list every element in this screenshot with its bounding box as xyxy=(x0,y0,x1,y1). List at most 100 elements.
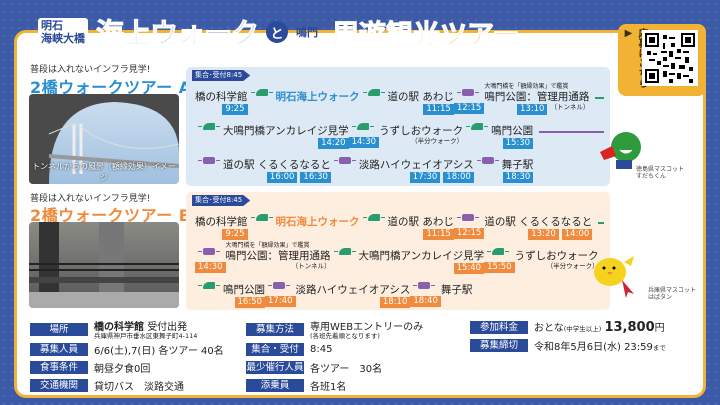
dash xyxy=(198,159,202,162)
connector-walk xyxy=(195,274,223,289)
tour-b-name: 2橋ウォークツアー B xyxy=(30,206,192,225)
info-row: 最少催行人員各ツアー 30名 xyxy=(246,358,423,376)
info-value: 令和8年5月6日(水) 23:59まで xyxy=(534,338,666,353)
stop-name: 橋の科学館 xyxy=(195,216,248,228)
walk-connector xyxy=(250,206,273,221)
stop-bottom-line: 13:10（トンネル） xyxy=(484,104,589,115)
dash xyxy=(268,284,272,287)
title-sea-walk: 海上ウォーク xyxy=(95,12,259,52)
qr-code-icon xyxy=(645,33,695,83)
dash xyxy=(351,159,356,162)
stop-name: 大鳴門橋アンカレイジ見学 xyxy=(223,125,349,137)
stop-bottom-line: （トンネル） xyxy=(226,263,331,274)
info-value-text: 8:45 xyxy=(310,343,333,355)
bus-connector xyxy=(198,149,220,164)
dash xyxy=(494,159,499,162)
stop-name: うずしおウォーク xyxy=(514,250,599,262)
walk-shoe-icon xyxy=(471,123,484,130)
title-to: と xyxy=(266,21,289,43)
time-badge: 15:30 xyxy=(502,138,534,149)
info-value-text: 専用WEBエントリーのみ xyxy=(310,322,424,333)
connector-bottom-line: 12:15 xyxy=(453,228,485,239)
dash xyxy=(216,159,220,162)
info-subnote: (各班先着順となります) xyxy=(310,332,380,340)
walk-connector xyxy=(362,81,385,96)
stop-name: 鳴門公園 xyxy=(223,284,265,296)
bridge-tunnel-image xyxy=(29,94,179,184)
dash xyxy=(216,284,220,287)
stop-bottom-line xyxy=(276,104,360,115)
dash xyxy=(268,91,273,94)
apply-qr-panel[interactable]: 応募はこちら▶ xyxy=(618,24,706,96)
time-badges: 15:40 xyxy=(453,263,485,274)
stop-subnote: （トンネル） xyxy=(550,103,590,111)
connector-bus: 17:40 xyxy=(265,274,296,307)
info-value: 専用WEBエントリーのみ(各班先着順となります) xyxy=(310,318,423,340)
info-row: 添乗員各班1名 xyxy=(246,376,423,394)
connector-walk: 14:30 xyxy=(348,115,380,148)
info-value: 各班1名 xyxy=(310,378,346,393)
time-badges: 18:10 xyxy=(379,297,411,308)
qr-code[interactable] xyxy=(642,30,698,86)
time-badge: 17:40 xyxy=(265,296,296,307)
bus-icon xyxy=(481,157,494,164)
info-row: 募集方法専用WEBエントリーのみ(各班先着順となります) xyxy=(246,318,423,340)
tour-a-photo: トンネルからの風景（額縁効果）イメージ xyxy=(29,94,179,184)
time-badge: 13:20 xyxy=(528,229,559,240)
walk-connector xyxy=(198,115,220,130)
time-badge: 15:50 xyxy=(484,262,515,273)
info-label: 集合・受付 xyxy=(246,342,304,356)
stop-name: うずしおウォーク xyxy=(379,125,464,137)
info-value-text: 令和8年5月6日(水) 23:59 xyxy=(534,341,653,353)
dash xyxy=(484,125,489,128)
info-value-line: 橋の科学館 受付出発 xyxy=(94,318,197,333)
bus-line xyxy=(539,131,604,133)
info-value-text: 6/6(土),7(日) 各ツアー 40名 xyxy=(94,345,224,357)
info-value-line: 朝昼夕食0回 xyxy=(94,360,150,375)
info-label: 募集締切 xyxy=(470,338,528,352)
stop-name: 道の駅 あわじ xyxy=(387,91,454,103)
dash xyxy=(505,250,510,253)
dash xyxy=(333,250,338,253)
tour-b-lead: 普段は入れないインフラ見学! xyxy=(30,194,151,204)
bus-connector xyxy=(413,274,438,289)
dash xyxy=(474,91,479,94)
time-badge: 9:25 xyxy=(222,104,248,115)
dash xyxy=(286,284,290,287)
time-badge: 16:50 xyxy=(234,297,265,308)
stop-name: 鳴門公園：管理用通路 xyxy=(225,250,331,262)
dash xyxy=(268,216,273,219)
info-subnote: 兵庫県神戸市垂水区東舞子町4-114 xyxy=(94,332,198,340)
stop-subnote: （半分ウォーク） xyxy=(411,137,464,145)
anchorage-interior-image xyxy=(29,222,179,308)
dash xyxy=(333,159,338,162)
tour-b-gather-time: 集合･受付8:45 xyxy=(192,195,251,206)
connector-bus xyxy=(474,149,502,164)
route-stop: 明石海上ウォーク xyxy=(276,206,360,240)
tour-b-photo xyxy=(29,222,179,308)
connector-bus: 12:15 xyxy=(453,206,485,239)
time-badges: 11:15 xyxy=(423,104,454,115)
stop-note: 大鳴門橋を「額縁効果」で鑑賞 xyxy=(484,83,569,90)
info-row: 募集締切令和8年5月6日(水) 23:59まで xyxy=(470,336,666,354)
bus-icon xyxy=(418,282,431,289)
walk-shoe-icon xyxy=(338,248,351,255)
stop-name: 淡路ハイウェイオアシス xyxy=(295,284,411,296)
stop-name: 明石海上ウォーク xyxy=(275,216,360,228)
info-label: 場所 xyxy=(30,322,88,336)
info-value-line: 各ツアー 30名 xyxy=(310,360,382,375)
dash xyxy=(198,250,202,253)
stop-name: 鳴門公園 xyxy=(491,125,534,137)
connector-walk xyxy=(360,81,388,96)
stop-bottom-line: 11:15 xyxy=(388,104,454,115)
